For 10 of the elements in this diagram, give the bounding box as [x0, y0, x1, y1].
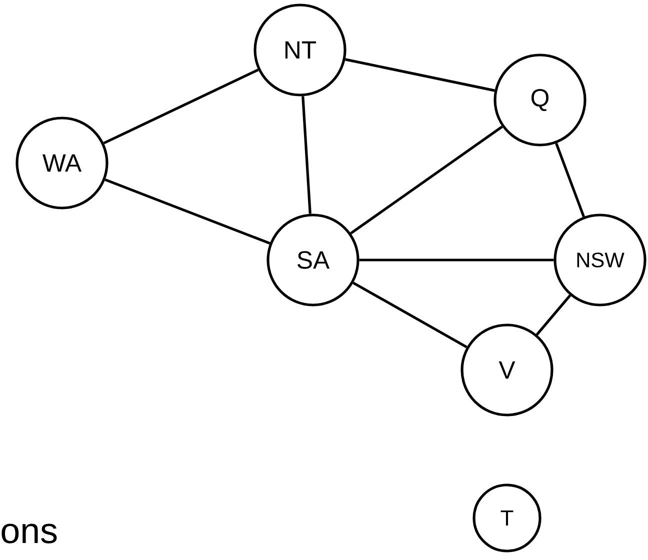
edge-line: [536, 294, 572, 336]
edge-line: [555, 142, 585, 218]
edge-line: [104, 178, 270, 245]
edge-line: [302, 96, 312, 214]
edge-line: [359, 258, 554, 262]
edge-line: [350, 126, 503, 234]
edge-line: [345, 58, 495, 92]
edge-line: [103, 68, 259, 144]
caption-text: ons: [2, 524, 57, 544]
edge-line: [352, 282, 468, 348]
